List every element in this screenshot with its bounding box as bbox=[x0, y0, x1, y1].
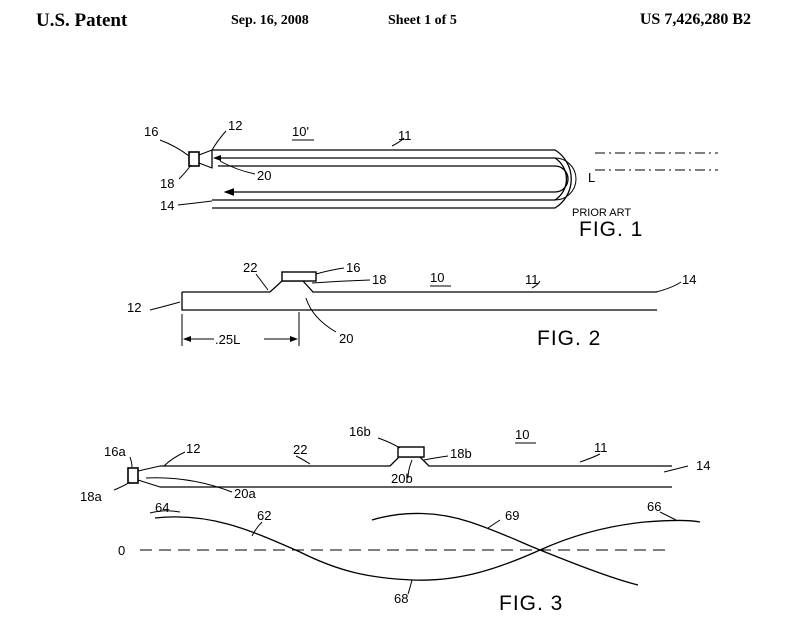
fig3-label-11: 11 bbox=[594, 440, 608, 455]
fig3-drawing: 16b 10 16a 12 22 18b 11 14 20b 18a 20a 6… bbox=[80, 424, 710, 615]
fig2-caption: FIG. 2 bbox=[537, 327, 601, 350]
fig3-label-16a: 16a bbox=[104, 444, 126, 459]
fig2-dimension: .25L bbox=[215, 332, 240, 347]
fig1-caption: FIG. 1 bbox=[579, 218, 643, 241]
fig2-label-10: 10 bbox=[430, 270, 444, 285]
fig3-label-0: 0 bbox=[118, 543, 125, 558]
fig3-label-10: 10 bbox=[515, 427, 529, 442]
fig1-label-16: 16 bbox=[144, 124, 158, 139]
fig2-label-22: 22 bbox=[243, 260, 257, 275]
fig3-wave-62 bbox=[154, 516, 701, 581]
fig3-label-22: 22 bbox=[293, 442, 307, 457]
fig3-component-16b bbox=[397, 446, 425, 458]
fig3-label-20b: 20b bbox=[391, 471, 413, 486]
fig1-label-11: 11 bbox=[398, 128, 412, 143]
fig2-label-18: 18 bbox=[372, 272, 386, 287]
fig3-label-64: 64 bbox=[155, 500, 169, 515]
fig3-label-16b: 16b bbox=[349, 424, 371, 439]
fig3-label-18a: 18a bbox=[80, 489, 102, 504]
fig3-label-12: 12 bbox=[186, 441, 200, 456]
header-patent-number: US 7,426,280 B2 bbox=[639, 11, 751, 28]
fig1-prior-art: PRIOR ART bbox=[572, 207, 631, 219]
fig2-label-14: 14 bbox=[682, 272, 696, 287]
fig3-waveguide bbox=[160, 456, 672, 467]
fig2-waveguide bbox=[181, 292, 657, 311]
fig2-label-16: 16 bbox=[346, 260, 360, 275]
fig2-label-12: 12 bbox=[127, 300, 141, 315]
header-date: Sep. 16, 2008 bbox=[231, 13, 309, 28]
header-title: U.S. Patent bbox=[36, 10, 128, 31]
fig1-return-arrow bbox=[223, 165, 569, 196]
fig1-label-14: 14 bbox=[160, 198, 174, 213]
fig1-label-L: L bbox=[588, 170, 595, 185]
fig2-label-11: 11 bbox=[525, 272, 539, 287]
fig3-caption: FIG. 3 bbox=[499, 592, 563, 615]
fig3-label-18b: 18b bbox=[450, 446, 472, 461]
fig1-component-16 bbox=[188, 151, 200, 167]
fig3-label-66: 66 bbox=[647, 499, 661, 514]
fig2-label-20: 20 bbox=[339, 331, 353, 346]
fig1-waveguide-outer bbox=[212, 149, 572, 209]
sheet-header: U.S. Patent Sep. 16, 2008 Sheet 1 of 5 U… bbox=[0, 10, 792, 34]
fig3-label-14: 14 bbox=[696, 458, 710, 473]
fig1-label-12: 12 bbox=[228, 118, 242, 133]
fig3-label-62: 62 bbox=[257, 508, 271, 523]
fig1-drawing: 16 12 10' 11 18 20 14 L PRIOR ART FIG. 1 bbox=[144, 118, 718, 241]
fig3-label-20a: 20a bbox=[234, 486, 256, 501]
fig3-wave-69 bbox=[371, 512, 639, 586]
fig1-label-18: 18 bbox=[160, 176, 174, 191]
header-sheet: Sheet 1 of 5 bbox=[388, 13, 457, 28]
fig1-label-10prime: 10' bbox=[292, 124, 309, 139]
fig1-label-20: 20 bbox=[257, 168, 271, 183]
fig3-label-68: 68 bbox=[394, 591, 408, 606]
fig2-drawing: .25L 22 16 18 10 11 14 12 20 FIG. 2 bbox=[127, 260, 696, 350]
fig2-component-16 bbox=[281, 271, 317, 282]
fig3-component-16a bbox=[127, 467, 139, 484]
fig3-label-69: 69 bbox=[505, 508, 519, 523]
